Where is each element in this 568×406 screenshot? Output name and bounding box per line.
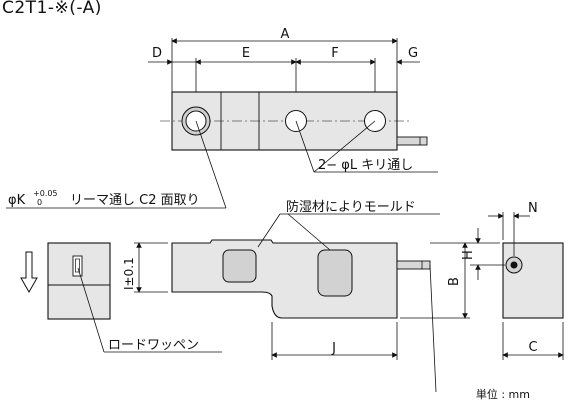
cable-front (396, 260, 431, 270)
dim-b-label: B (447, 277, 462, 286)
dim-n-label: N (528, 201, 538, 216)
right-end-view: N H C (461, 201, 564, 360)
load-label-mark (72, 255, 83, 277)
dim-e-label: E (242, 46, 250, 61)
left-end-view: ロードワッペン (20, 242, 222, 353)
dim-i-label: I±0.1 (122, 257, 136, 290)
dim-c-label: C (528, 340, 537, 355)
callout-hole-k-tol-upper: +0.05 (33, 189, 58, 198)
front-view: 防湿材によりモールド I±0.1 B J (122, 199, 470, 393)
dim-g-label: G (408, 46, 418, 61)
dim-d-label: D (152, 46, 162, 61)
load-direction-arrow-icon (20, 251, 38, 294)
callout-hole-k-tol-lower: 0 (37, 198, 42, 207)
callout-hole-k: φK (8, 193, 26, 208)
dim-h-label: H (461, 250, 476, 260)
drawing-title: C2T1-※(-A) (2, 0, 102, 18)
dim-a-label: A (281, 27, 290, 42)
callout-hole-l: 2− φL キリ通し (318, 158, 413, 173)
top-view: A D E F G (6, 27, 438, 209)
callout-hole-k-desc: リーマ通し C2 面取り (70, 193, 200, 208)
callout-moisture: 防湿材によりモールド (286, 199, 416, 215)
dim-j-label: J (331, 341, 336, 356)
dim-f-label: F (331, 46, 338, 61)
unit-note: 単位 : mm (475, 388, 530, 401)
callout-label: ロードワッペン (108, 338, 199, 353)
cable-top (396, 136, 428, 146)
